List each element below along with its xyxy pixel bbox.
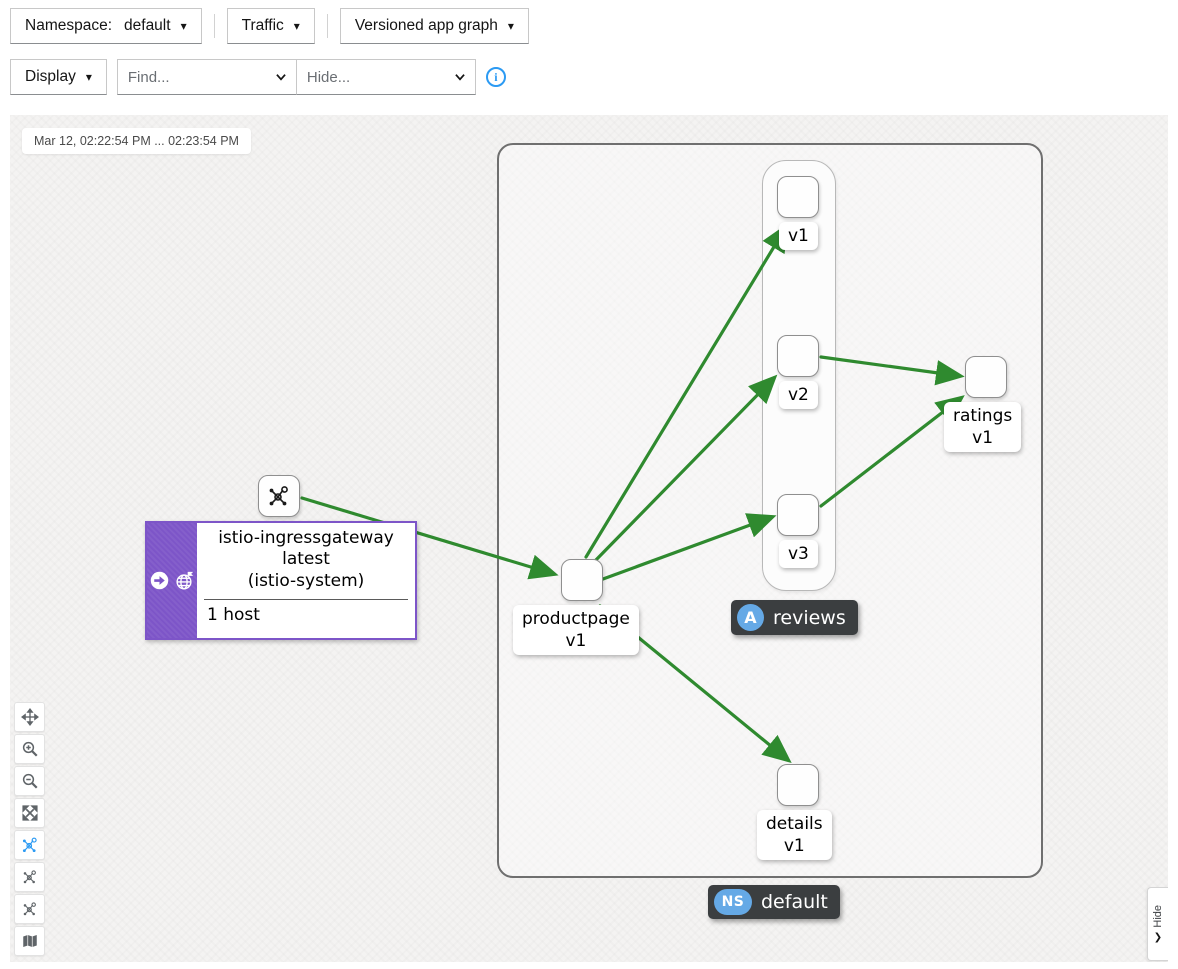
caret-down-icon: ▾ — [293, 19, 300, 33]
label-text: v1 — [788, 226, 809, 246]
find-input[interactable] — [117, 60, 266, 94]
label-text: details — [766, 814, 823, 834]
node-istio-ingressgateway[interactable] — [258, 475, 300, 517]
legend-button[interactable] — [14, 926, 45, 956]
ingress-card-body: istio-ingressgateway latest (istio-syste… — [197, 523, 415, 638]
layout-alt1-button[interactable] — [14, 862, 45, 892]
edges-layer — [300, 222, 965, 764]
node-label-reviews-v1[interactable]: v1 — [779, 222, 818, 251]
traffic-edge-reviews-v2-ratings[interactable] — [819, 355, 965, 386]
node-label-ratings-v1[interactable]: ratings v1 — [944, 402, 1022, 453]
chevron-down-icon — [276, 74, 286, 81]
caret-down-icon: ▾ — [180, 19, 187, 33]
caret-down-icon: ▾ — [507, 19, 514, 33]
zoom-out-icon — [22, 773, 38, 789]
topology-icon — [23, 902, 36, 916]
namespace-value: default — [124, 17, 171, 34]
primary-toolbar: Namespace: default ▾ Traffic ▾ Versioned… — [10, 8, 529, 44]
fit-to-screen-button[interactable] — [14, 798, 45, 828]
traffic-edge-gateway-productpage[interactable] — [300, 496, 559, 580]
app-badge-label: reviews — [773, 606, 846, 629]
node-label-reviews-v2[interactable]: v2 — [779, 381, 818, 410]
traffic-dropdown[interactable]: Traffic ▾ — [226, 8, 315, 44]
secondary-toolbar: Display ▾ i — [10, 59, 506, 95]
zoom-in-icon — [22, 741, 38, 757]
node-details-v1[interactable] — [777, 764, 819, 806]
namespace-badge-icon: NS — [714, 889, 752, 915]
node-card-istio-ingressgateway[interactable]: istio-ingressgateway latest (istio-syste… — [145, 521, 417, 640]
ingress-icon-strip — [147, 523, 197, 638]
graph-type-value: Versioned app graph — [354, 17, 498, 34]
namespace-label: Namespace: — [25, 17, 113, 34]
ingress-title-namespace: (istio-system) — [247, 570, 365, 591]
label-text: productpage — [522, 609, 630, 629]
node-label-productpage-v1[interactable]: productpage v1 — [513, 605, 639, 656]
graph-controls-toolbar — [14, 702, 45, 956]
zoom-in-button[interactable] — [14, 734, 45, 764]
ingress-card-hosts: 1 host — [207, 604, 260, 625]
caret-down-icon: ▾ — [85, 70, 92, 84]
ingress-card-divider — [204, 598, 408, 600]
node-reviews-v2[interactable] — [777, 335, 819, 377]
topology-icon — [23, 870, 36, 884]
hide-options-toggle[interactable] — [445, 60, 475, 94]
node-ratings-v1[interactable] — [965, 356, 1007, 398]
label-text: v1 — [783, 836, 805, 857]
time-range-chip: Mar 12, 02:22:54 PM ... 02:23:54 PM — [22, 128, 251, 154]
node-productpage-v1[interactable] — [561, 559, 603, 601]
arrow-circle-right-icon — [150, 571, 169, 590]
label-text: v3 — [788, 544, 809, 564]
graph-canvas[interactable]: Mar 12, 02:22:54 PM ... 02:23:54 PM — [10, 115, 1168, 962]
label-text: v1 — [565, 631, 587, 652]
find-options-toggle[interactable] — [266, 60, 296, 94]
layout-default-button[interactable] — [14, 830, 45, 860]
graph-type-dropdown[interactable]: Versioned app graph ▾ — [339, 8, 529, 44]
topology-icon — [269, 486, 288, 506]
node-reviews-v3[interactable] — [777, 494, 819, 536]
toolbar-separator — [326, 14, 328, 38]
app-badge-reviews[interactable]: A reviews — [731, 600, 858, 635]
layout-alt2-button[interactable] — [14, 894, 45, 924]
display-dropdown[interactable]: Display ▾ — [10, 59, 107, 95]
node-reviews-v1[interactable] — [777, 176, 819, 218]
chevron-down-icon — [455, 74, 465, 81]
traffic-edge-productpage-reviews-v3[interactable] — [601, 513, 777, 581]
traffic-label: Traffic — [241, 17, 284, 34]
app-badge-icon: A — [737, 604, 764, 631]
info-icon[interactable]: i — [485, 67, 506, 87]
display-label: Display — [25, 68, 76, 85]
globe-route-icon — [176, 571, 194, 589]
zoom-out-button[interactable] — [14, 766, 45, 796]
label-text: v1 — [972, 428, 994, 449]
move-icon — [20, 708, 39, 726]
namespace-dropdown[interactable]: Namespace: default ▾ — [10, 8, 202, 44]
label-text: v2 — [788, 385, 809, 405]
ingress-title-name: istio-ingressgateway — [218, 528, 394, 548]
map-icon — [22, 935, 37, 947]
label-text: ratings — [953, 406, 1013, 426]
pan-button[interactable] — [14, 702, 45, 732]
traffic-edge-productpage-reviews-v1[interactable] — [584, 222, 789, 559]
ingress-card-title: istio-ingressgateway latest (istio-syste… — [197, 523, 415, 599]
find-input-group — [116, 59, 297, 95]
topology-icon — [22, 837, 37, 853]
namespace-badge-label: default — [761, 891, 828, 913]
chevron-right-icon: ❯ — [1153, 931, 1163, 943]
ingress-title-version: latest — [282, 549, 330, 570]
hide-input-group — [295, 59, 476, 95]
node-label-details-v1[interactable]: details v1 — [757, 810, 832, 861]
hide-tab-label: Hide — [1152, 905, 1164, 928]
traffic-edge-productpage-reviews-v2[interactable] — [591, 374, 778, 565]
expand-arrows-icon — [21, 805, 38, 821]
hide-input[interactable] — [296, 60, 445, 94]
namespace-badge-default[interactable]: NS default — [708, 885, 840, 919]
node-label-reviews-v3[interactable]: v3 — [779, 540, 818, 569]
traffic-edge-reviews-v3-ratings[interactable] — [819, 395, 965, 508]
side-panel-hide-tab[interactable]: Hide ❯ — [1147, 887, 1168, 961]
toolbar-separator — [213, 14, 215, 38]
